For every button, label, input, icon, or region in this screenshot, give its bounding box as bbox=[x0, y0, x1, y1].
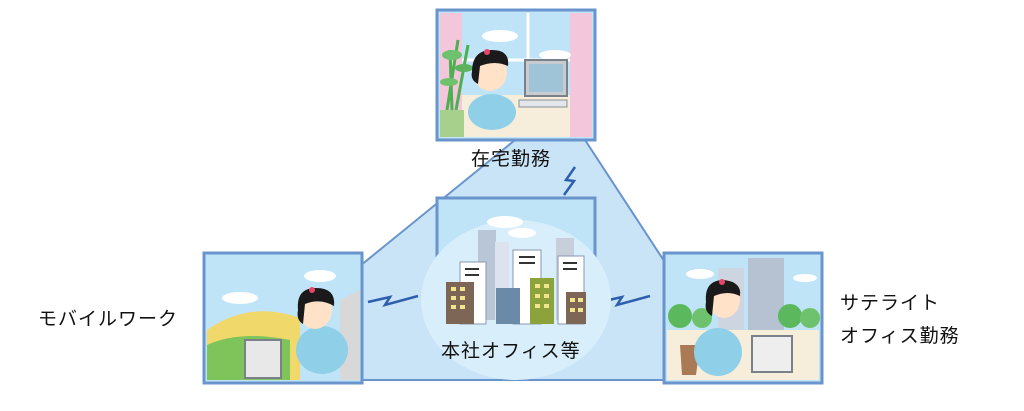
home-label: 在宅勤務 bbox=[471, 148, 552, 170]
satellite-label-line1: サテライト bbox=[840, 292, 941, 314]
satellite-label-line2: オフィス勤務 bbox=[840, 325, 960, 347]
mobile-worker-illustration bbox=[202, 251, 364, 385]
office-buildings-illustration bbox=[421, 196, 611, 380]
hq-label: 本社オフィス等 bbox=[441, 340, 581, 362]
satellite-office-illustration bbox=[662, 251, 824, 385]
lightning-bolt-icon bbox=[562, 166, 577, 196]
home-worker-illustration bbox=[435, 8, 597, 142]
lightning-bolt-icon bbox=[599, 294, 651, 308]
lightning-bolt-icon bbox=[367, 294, 419, 308]
mobile-label: モバイルワーク bbox=[38, 308, 179, 330]
